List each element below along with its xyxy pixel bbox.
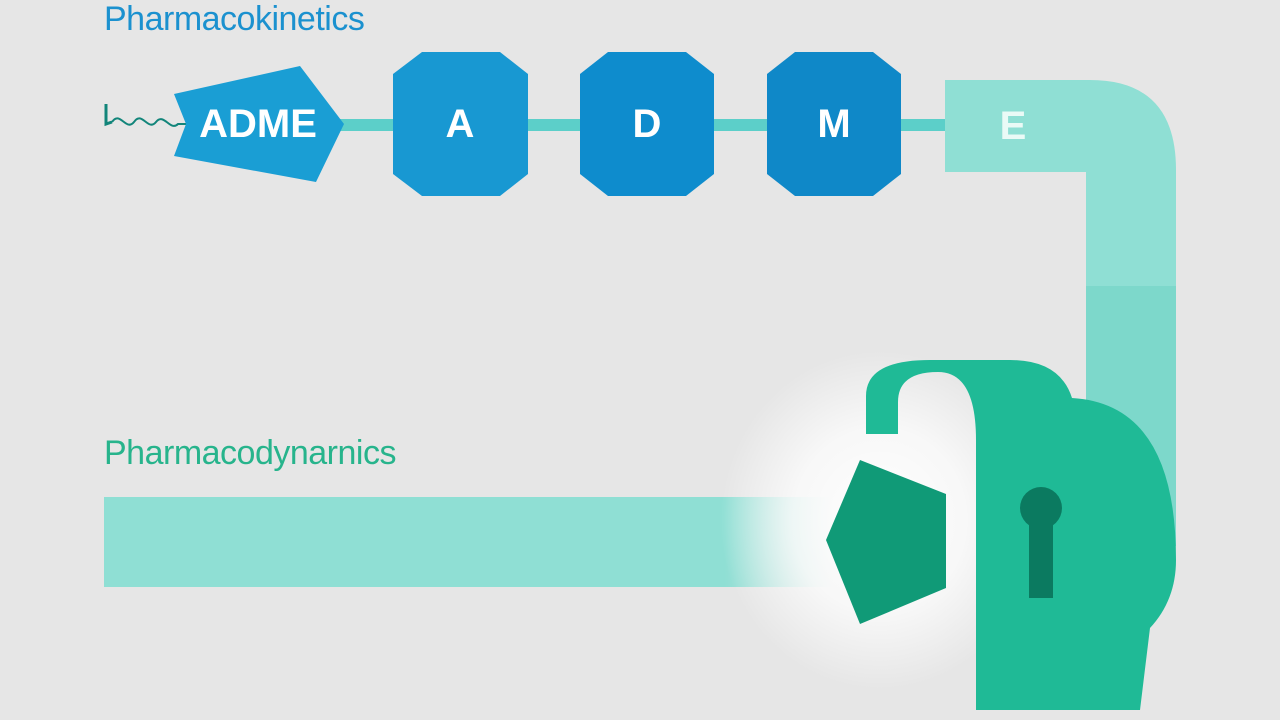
drug-molecule-icon bbox=[826, 460, 946, 624]
absorption-node-label: A bbox=[446, 102, 475, 146]
excretion-node-label: E bbox=[1000, 104, 1027, 148]
pharmacodynamics-title: Pharmacodynarnics bbox=[104, 434, 396, 472]
pharmacokinetics-title: Pharmacokinetics bbox=[104, 0, 365, 38]
keyhole-icon bbox=[1020, 487, 1062, 598]
squiggle-tail-icon bbox=[104, 104, 190, 127]
adme-node: ADME bbox=[174, 66, 344, 182]
absorption-node: A bbox=[393, 52, 528, 196]
pharmacodynamics-bar bbox=[104, 497, 834, 587]
distribution-node-label: D bbox=[633, 102, 662, 146]
metabolism-node: M bbox=[767, 52, 901, 196]
distribution-node: D bbox=[580, 52, 714, 196]
adme-node-label: ADME bbox=[199, 102, 317, 146]
metabolism-node-label: M bbox=[817, 102, 850, 146]
receptor-icon bbox=[866, 360, 1176, 710]
